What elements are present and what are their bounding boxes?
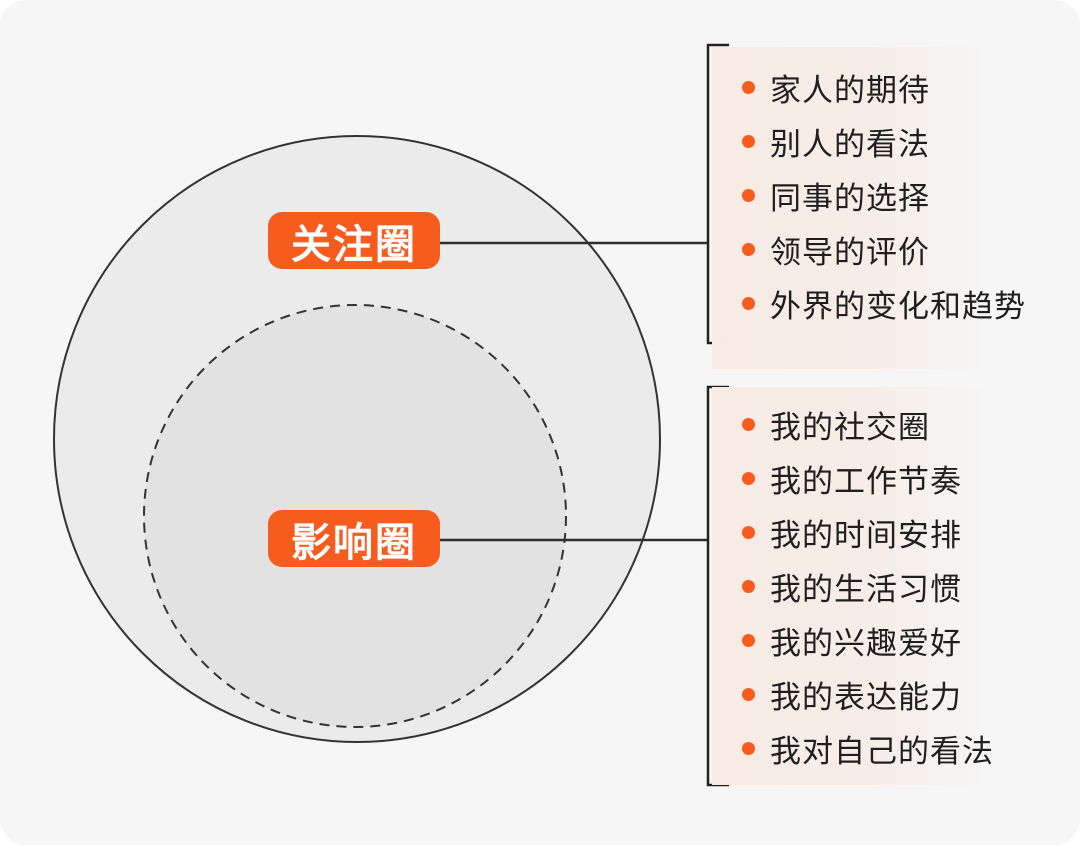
list-item: 我的工作节奏 <box>712 451 990 505</box>
bullet-dot-icon <box>742 525 755 539</box>
list-item-label: 我的社交圈 <box>770 409 930 445</box>
concern-items-list: 家人的期待 别人的看法 同事的选择 领导的评价 外界的变化和趋势 <box>712 47 1025 369</box>
list-item: 我的生活习惯 <box>712 559 990 613</box>
list-item-label: 我对自己的看法 <box>770 733 994 769</box>
list-item-label: 我的生活习惯 <box>770 571 962 607</box>
list-item: 我的表达能力 <box>712 667 990 721</box>
list-item-label: 我的工作节奏 <box>770 463 962 499</box>
list-item-label: 外界的变化和趋势 <box>770 288 1026 324</box>
list-item: 家人的期待 <box>712 60 990 114</box>
bullet-dot-icon <box>742 134 755 148</box>
list-item-label: 我的兴趣爱好 <box>770 625 962 661</box>
bullet-dot-icon <box>742 188 755 202</box>
list-item: 我对自己的看法 <box>712 721 993 775</box>
list-item-label: 我的时间安排 <box>770 517 962 553</box>
bullet-dot-icon <box>742 80 755 94</box>
concern-circle-label: 关注圈 <box>268 212 440 269</box>
list-item-label: 领导的评价 <box>770 234 930 270</box>
bullet-dot-icon <box>742 579 755 593</box>
list-item-label: 同事的选择 <box>770 180 930 216</box>
list-item: 我的时间安排 <box>712 505 990 559</box>
list-item: 领导的评价 <box>712 222 990 276</box>
bullet-dot-icon <box>742 471 755 485</box>
list-item-label: 我的表达能力 <box>770 679 962 715</box>
bullet-dot-icon <box>742 242 755 256</box>
list-item: 同事的选择 <box>712 168 990 222</box>
bullet-dot-icon <box>742 741 755 755</box>
bullet-dot-icon <box>742 687 755 701</box>
list-item: 别人的看法 <box>712 114 990 168</box>
list-item: 我的兴趣爱好 <box>712 613 990 667</box>
bullet-dot-icon <box>742 633 755 647</box>
list-item: 我的社交圈 <box>712 397 990 451</box>
influence-circle-label: 影响圈 <box>268 510 440 567</box>
list-item-label: 家人的期待 <box>770 72 930 108</box>
bullet-dot-icon <box>742 296 755 310</box>
bullet-dot-icon <box>742 417 755 431</box>
list-item: 外界的变化和趋势 <box>712 276 1025 330</box>
list-item-label: 别人的看法 <box>770 126 930 162</box>
influence-items-list: 我的社交圈 我的工作节奏 我的时间安排 我的生活习惯 我的兴趣爱好 <box>712 387 993 785</box>
